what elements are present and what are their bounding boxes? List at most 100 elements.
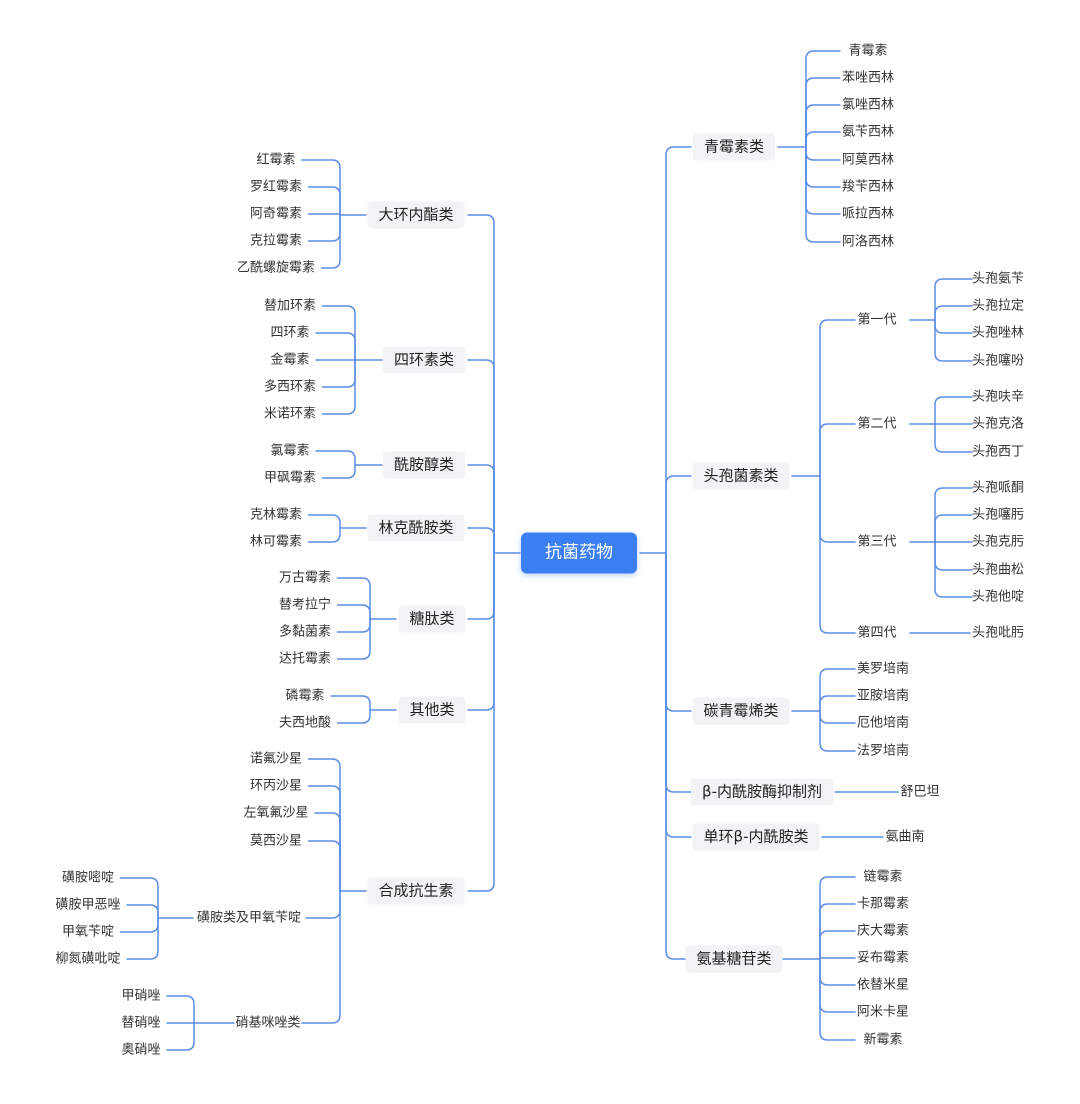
leaf-node[interactable]: 厄他培南 (856, 715, 910, 731)
leaf-node[interactable]: 莫西沙星 (249, 833, 303, 849)
leaf-node[interactable]: 青霉素 (848, 43, 888, 59)
leaf-node[interactable]: 阿洛西林 (841, 234, 895, 250)
leaf-node[interactable]: 苯唑西林 (841, 70, 895, 86)
leaf-connector (805, 131, 841, 148)
leaf-node[interactable]: 多西环素 (263, 379, 317, 395)
generation-connector (819, 475, 856, 634)
category-node[interactable]: 单环β-内酰胺类 (692, 823, 820, 851)
leaf-node[interactable]: 羧苄西林 (841, 179, 895, 195)
leaf-connector (321, 359, 356, 388)
leaf-node[interactable]: 替硝唑 (121, 1015, 161, 1031)
leaf-connector (119, 917, 159, 933)
leaf-node[interactable]: 头孢吡肟 (971, 625, 1025, 641)
leaf-node[interactable]: 舒巴坦 (900, 784, 940, 800)
category-node[interactable]: β-内酰胺酶抑制剂 (691, 778, 833, 806)
leaf-node[interactable]: 庆大霉素 (856, 923, 910, 939)
leaf-node[interactable]: 新霉素 (863, 1032, 903, 1048)
leaf-node[interactable]: 替加环素 (263, 298, 317, 314)
leaf-node[interactable]: 磺胺甲恶唑 (55, 897, 121, 913)
leaf-node[interactable]: 哌拉西林 (841, 206, 895, 222)
leaf-node[interactable]: 环丙沙星 (249, 778, 303, 794)
leaf-node[interactable]: 头孢哌酮 (971, 480, 1025, 496)
category-node[interactable]: 合成抗生素 (367, 877, 465, 905)
leaf-connector (321, 464, 356, 479)
leaf-node[interactable]: 克林霉素 (249, 507, 303, 523)
leaf-node[interactable]: 克拉霉素 (249, 233, 303, 249)
leaf-node[interactable]: 磺胺嘧啶 (61, 870, 115, 886)
trunk-left-6 (467, 552, 495, 892)
leaf-node[interactable]: 左氧氟沙星 (243, 805, 309, 821)
leaf-connector (934, 423, 973, 453)
leaf-connector (819, 710, 856, 752)
leaf-node[interactable]: 头孢噻吩 (971, 353, 1025, 369)
leaf-connector (166, 1022, 195, 1051)
leaf-node[interactable]: 头孢曲松 (971, 562, 1025, 578)
leaf-node[interactable]: 头孢拉定 (971, 298, 1025, 314)
leaf-connector (126, 917, 159, 960)
leaf-node[interactable]: 米诺环素 (263, 406, 317, 422)
category-node[interactable]: 青霉素类 (692, 133, 776, 161)
generation-node[interactable]: 第四代 (857, 625, 897, 641)
trunk-left-1 (467, 359, 495, 554)
leaf-node[interactable]: 夫西地酸 (278, 715, 332, 731)
leaf-node[interactable]: 甲硝唑 (121, 988, 161, 1004)
category-node[interactable]: 其他类 (398, 696, 466, 724)
leaf-node[interactable]: 替考拉宁 (278, 597, 332, 613)
leaf-node[interactable]: 金霉素 (270, 352, 310, 368)
leaf-node[interactable]: 多黏菌素 (278, 624, 332, 640)
leaf-node[interactable]: 甲砜霉素 (263, 470, 317, 486)
category-node[interactable]: 林克酰胺类 (367, 514, 465, 542)
leaf-node[interactable]: 氯霉素 (270, 443, 310, 459)
category-node[interactable]: 头孢菌素类 (692, 462, 790, 490)
leaf-connector (307, 214, 341, 242)
leaf-node[interactable]: 阿莫西林 (841, 152, 895, 168)
leaf-node[interactable]: 头孢呋辛 (971, 389, 1025, 405)
root-node[interactable]: 抗菌药物 (521, 532, 637, 574)
category-node[interactable]: 四环素类 (382, 346, 466, 374)
leaf-node[interactable]: 法罗培南 (856, 743, 910, 759)
generation-node[interactable]: 第二代 (857, 416, 897, 432)
leaf-node[interactable]: 氨曲南 (885, 829, 925, 845)
generation-node[interactable]: 第一代 (857, 312, 897, 328)
leaf-node[interactable]: 头孢西丁 (971, 444, 1025, 460)
leaf-node[interactable]: 依替米星 (856, 977, 910, 993)
leaf-node[interactable]: 乙酰螺旋霉素 (236, 260, 316, 276)
leaf-node[interactable]: 甲氧苄啶 (61, 924, 115, 940)
leaf-node[interactable]: 阿奇霉素 (249, 206, 303, 222)
category-node[interactable]: 氨基糖苷类 (685, 945, 783, 973)
leaf-node[interactable]: 奥硝唑 (121, 1042, 161, 1058)
leaf-node[interactable]: 头孢他啶 (971, 589, 1025, 605)
leaf-node[interactable]: 罗红霉素 (249, 179, 303, 195)
category-node[interactable]: 酰胺醇类 (382, 451, 466, 479)
leaf-node[interactable]: 氨苄西林 (841, 124, 895, 140)
leaf-node[interactable]: 氯唑西林 (841, 97, 895, 113)
leaf-node[interactable]: 链霉素 (863, 869, 903, 885)
leaf-connector (819, 958, 856, 986)
leaf-node[interactable]: 林可霉素 (249, 534, 303, 550)
leaf-node[interactable]: 四环素 (270, 325, 310, 341)
subgroup-node[interactable]: 硝基咪唑类 (235, 1015, 301, 1031)
leaf-node[interactable]: 妥布霉素 (856, 950, 910, 966)
leaf-node[interactable]: 达托霉素 (278, 651, 332, 667)
leaf-node[interactable]: 头孢唑林 (971, 325, 1025, 341)
subgroup-node[interactable]: 磺胺类及甲氧苄啶 (196, 910, 302, 926)
leaf-node[interactable]: 头孢克肟 (971, 534, 1025, 550)
leaf-node[interactable]: 红霉素 (256, 152, 296, 168)
generation-node[interactable]: 第三代 (857, 534, 897, 550)
leaf-node[interactable]: 头孢噻肟 (971, 507, 1025, 523)
leaf-node[interactable]: 阿米卡星 (856, 1004, 910, 1020)
category-node[interactable]: 糖肽类 (398, 605, 466, 633)
trunk-right-1 (665, 475, 692, 554)
leaf-node[interactable]: 万古霉素 (278, 570, 332, 586)
category-node[interactable]: 碳青霉烯类 (692, 697, 790, 725)
leaf-node[interactable]: 头孢氨苄 (971, 271, 1025, 287)
leaf-node[interactable]: 亚胺培南 (856, 688, 910, 704)
leaf-node[interactable]: 卡那霉素 (856, 896, 910, 912)
leaf-node[interactable]: 美罗培南 (856, 661, 910, 677)
leaf-node[interactable]: 磷霉素 (285, 688, 325, 704)
category-node[interactable]: 大环内酯类 (367, 201, 465, 229)
leaf-node[interactable]: 诺氟沙星 (249, 751, 303, 767)
leaf-connector (307, 758, 341, 892)
leaf-node[interactable]: 柳氮磺吡啶 (55, 951, 121, 967)
leaf-node[interactable]: 头孢克洛 (971, 416, 1025, 432)
